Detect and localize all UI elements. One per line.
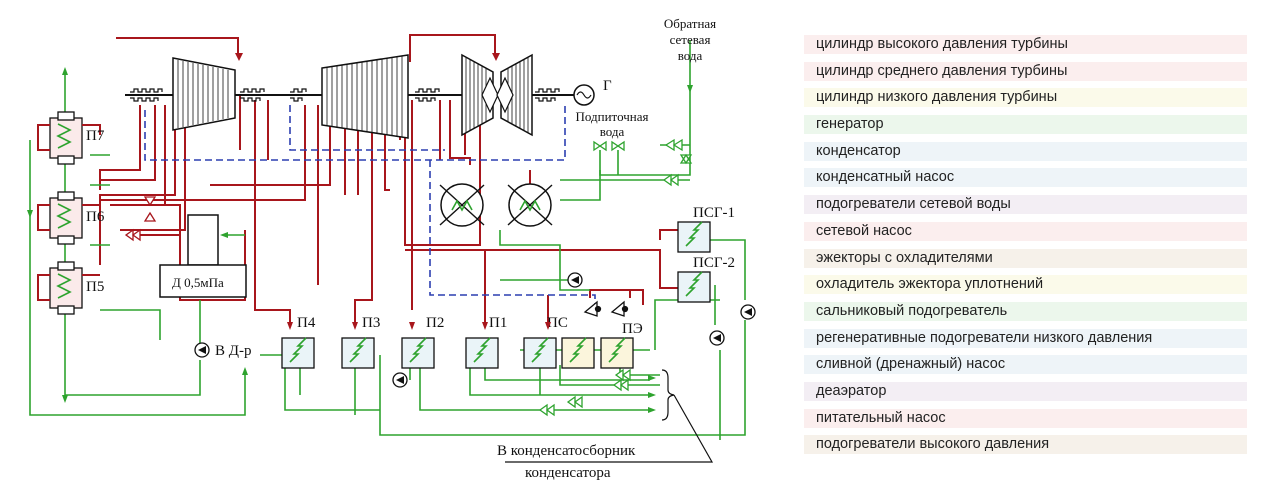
valves bbox=[538, 138, 693, 417]
legend-item: сливной (дренажный) насос bbox=[804, 355, 1247, 375]
condensers bbox=[439, 183, 553, 227]
condensate-pump bbox=[567, 272, 583, 288]
to-deaerator-label: В Д-р bbox=[215, 343, 251, 359]
generator: Г bbox=[573, 78, 612, 106]
thermal-scheme-diagram: Г П7 П6 bbox=[27, 16, 756, 481]
p3-label: П3 bbox=[362, 315, 380, 331]
air-suction-lines bbox=[144, 105, 596, 305]
legend-item: эжекторы с охладителями bbox=[804, 248, 1247, 268]
steam-lines bbox=[99, 34, 690, 325]
legend-item: цилиндр низкого давления турбины bbox=[804, 88, 1247, 108]
legend-item: сетевой насос bbox=[804, 221, 1247, 241]
psg2-label: ПСГ-2 bbox=[693, 255, 735, 271]
deaerator-label: Д 0,5мПа bbox=[172, 275, 224, 290]
drain-pump bbox=[392, 372, 408, 388]
collector-label-1: В конденсатосборник bbox=[497, 443, 636, 459]
lp-cylinder bbox=[461, 53, 533, 137]
legend: цилиндр высокого давления турбины цилиндр… bbox=[804, 35, 1247, 462]
network-heaters bbox=[677, 221, 711, 303]
network-pumps bbox=[709, 304, 756, 346]
pe-label: ПЭ bbox=[622, 321, 643, 337]
legend-item: охладитель эжектора уплотнений bbox=[804, 275, 1247, 295]
legend-item: регенеративные подогреватели низкого дав… bbox=[804, 328, 1247, 348]
legend-item: конденсатор bbox=[804, 141, 1247, 161]
legend-item: сальниковый подогреватель bbox=[804, 301, 1247, 321]
p4-label: П4 bbox=[297, 315, 316, 331]
legend-item: цилиндр высокого давления турбины bbox=[804, 35, 1247, 54]
legend-item: генератор bbox=[804, 115, 1247, 135]
p2-label: П2 bbox=[426, 315, 444, 331]
legend-item: питательный насос bbox=[804, 408, 1247, 428]
generator-label: Г bbox=[603, 78, 612, 94]
ejectors bbox=[583, 300, 629, 317]
legend-item: конденсатный насос bbox=[804, 168, 1247, 188]
return-water-label-3: вода bbox=[678, 48, 703, 63]
steam-valves bbox=[124, 196, 157, 242]
p7-label: П7 bbox=[86, 128, 105, 144]
collector-label-2: конденсатора bbox=[525, 465, 611, 481]
return-water-label-2: сетевая bbox=[670, 32, 711, 47]
legend-item: подогреватели высокого давления bbox=[804, 435, 1247, 455]
p6-label: П6 bbox=[86, 209, 105, 225]
ip-cylinder bbox=[321, 54, 409, 139]
lp-heaters bbox=[281, 337, 634, 369]
hp-cylinder bbox=[172, 57, 236, 131]
flow-arrows bbox=[27, 53, 693, 413]
p5-label: П5 bbox=[86, 279, 104, 295]
makeup-water-label-2: вода bbox=[600, 124, 625, 139]
legend-item: цилиндр среднего давления турбины bbox=[804, 61, 1247, 81]
makeup-water-label-1: Подпиточная bbox=[576, 109, 649, 124]
return-water-label-1: Обратная bbox=[664, 16, 716, 31]
psg1-label: ПСГ-1 bbox=[693, 205, 735, 221]
deaerator: Д 0,5мПа bbox=[159, 214, 247, 298]
condenser-1 bbox=[439, 183, 485, 227]
feed-pump bbox=[194, 342, 210, 358]
hp-heaters bbox=[37, 111, 101, 315]
legend-item: деаэратор bbox=[804, 381, 1247, 401]
collector-brace bbox=[505, 369, 714, 463]
legend-item: подогреватели сетевой воды bbox=[804, 195, 1247, 215]
ps-label: ПС bbox=[547, 315, 568, 331]
p1-label: П1 bbox=[489, 315, 507, 331]
condenser-2 bbox=[507, 183, 553, 227]
